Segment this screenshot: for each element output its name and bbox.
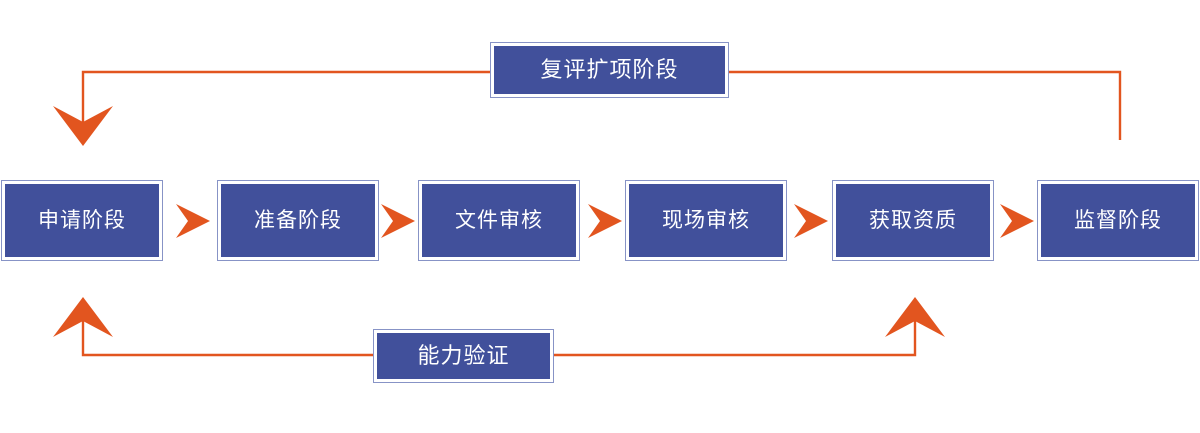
node-stage-onsite[interactable]: 现场审核 — [625, 180, 787, 261]
connector-bottom-loop-left — [53, 297, 374, 357]
node-reassessment-stage[interactable]: 复评扩项阶段 — [490, 42, 729, 98]
node-stage-doc-review[interactable]: 文件审核 — [418, 180, 580, 261]
connector-bottom-loop-right — [553, 297, 945, 357]
node-stage-apply[interactable]: 申请阶段 — [1, 180, 163, 261]
up-arrow-right-icon — [885, 297, 945, 337]
node-stage-supervise[interactable]: 监督阶段 — [1037, 180, 1199, 261]
up-arrow-left-icon — [53, 297, 113, 337]
node-capability-verification-label: 能力验证 — [417, 343, 510, 368]
node-stage-doc-review-label: 文件审核 — [455, 209, 543, 232]
node-capability-verification[interactable]: 能力验证 — [373, 329, 554, 383]
node-stage-prepare-label: 准备阶段 — [254, 209, 342, 232]
node-stage-prepare[interactable]: 准备阶段 — [217, 180, 379, 261]
node-stage-apply-label: 申请阶段 — [38, 209, 126, 232]
node-stage-qualify-label: 获取资质 — [869, 209, 957, 232]
chevron-arrow-icon-3 — [588, 204, 622, 238]
chevron-arrow-icon-4 — [794, 204, 828, 238]
chevron-arrow-icon-2 — [381, 204, 415, 238]
node-stage-supervise-label: 监督阶段 — [1074, 209, 1162, 232]
down-arrow-left-icon — [53, 106, 113, 146]
chevron-arrow-icon-5 — [1000, 204, 1034, 238]
node-stage-onsite-label: 现场审核 — [662, 209, 750, 232]
node-reassessment-stage-label: 复评扩项阶段 — [540, 57, 679, 82]
node-stage-qualify[interactable]: 获取资质 — [832, 180, 994, 261]
chevron-arrow-icon-1 — [176, 204, 210, 238]
